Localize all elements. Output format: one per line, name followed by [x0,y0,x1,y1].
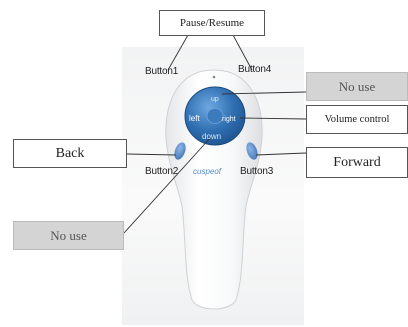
button3-forward[interactable] [244,141,260,161]
callout-back: Back [13,139,127,168]
button3-label: Button3 [240,166,274,177]
button1-label: Button1 [145,66,179,77]
callout-forward: Forward [306,147,408,178]
button2-label: Button2 [145,166,179,177]
button4-label: Button4 [238,64,272,75]
dpad-left-label: left [189,114,200,123]
dpad-up-label: up [211,96,219,103]
dpad-down-label: down [202,132,221,141]
brand-logo-text: cuspeof [193,167,222,176]
dpad-right-label: right [222,116,236,123]
callout-no-use-bottom: No use [13,221,124,250]
button2-back[interactable] [172,141,188,161]
leader-lines [123,34,307,234]
callout-volume-control: Volume control [306,105,408,134]
callout-pause-resume: Pause/Resume [159,10,265,36]
dpad-center[interactable] [206,108,224,124]
indicator-dot [212,75,216,79]
callout-no-use-top: No use [306,72,408,101]
